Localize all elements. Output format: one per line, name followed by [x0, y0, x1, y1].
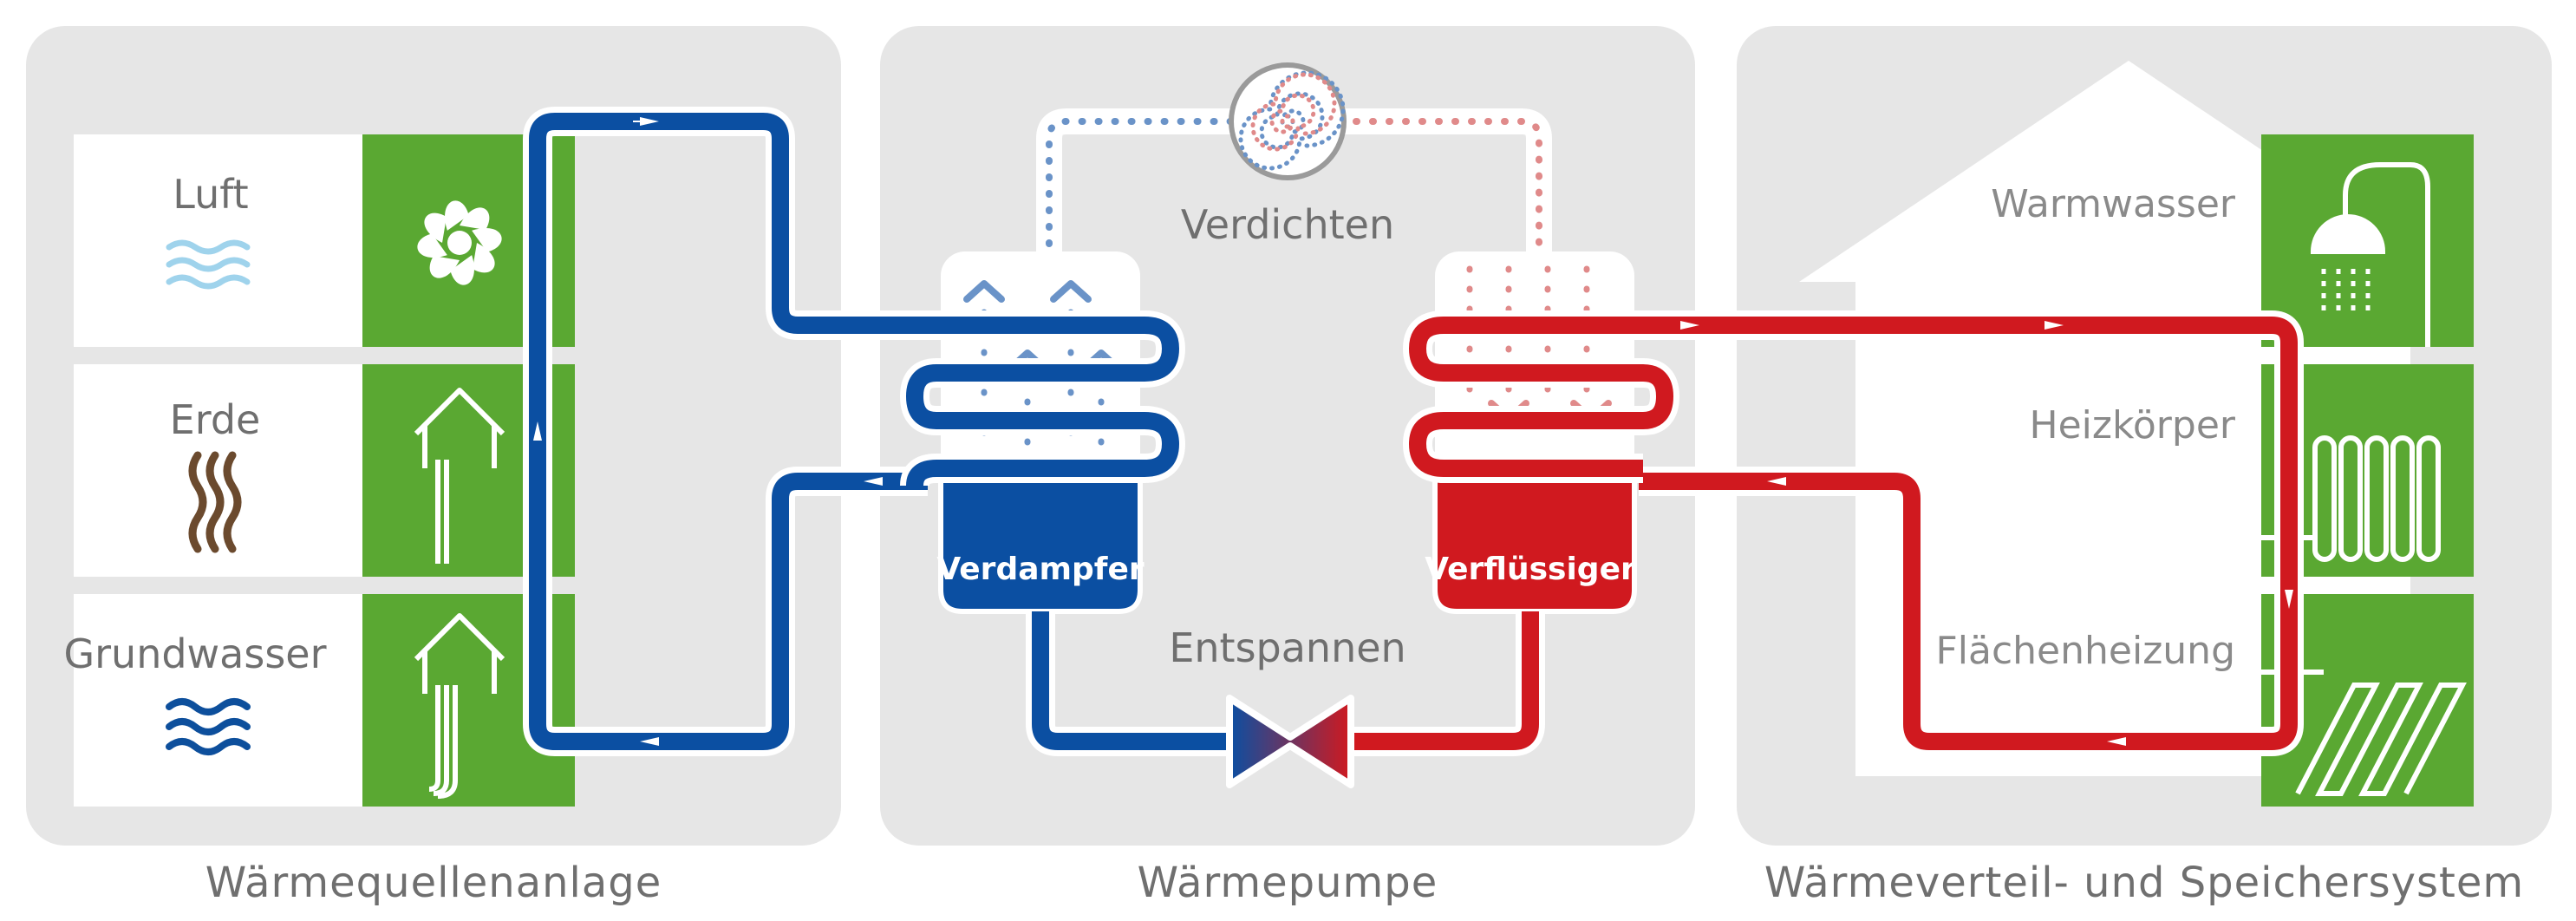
source-row-groundwater: Grundwasser — [63, 594, 575, 807]
pump-panel — [880, 26, 1695, 846]
radiator-icon — [2261, 435, 2441, 562]
compressor-spiral-icon — [1229, 62, 1347, 180]
earth-waves-icon — [188, 451, 242, 553]
expand-label: Entspannen — [1169, 624, 1405, 671]
condenser-label: Verflüssiger — [1425, 552, 1636, 587]
flow-arrows-distribution — [1680, 321, 2293, 746]
source-row-air: Luft — [74, 134, 575, 347]
water-waves-icon — [166, 698, 251, 755]
source-label-earth: Erde — [170, 396, 261, 443]
evaporator-label: Verdampfer — [936, 552, 1144, 587]
source-row-earth: Erde — [74, 364, 575, 577]
expansion-valve-icon — [1226, 695, 1354, 788]
compress-label: Verdichten — [1181, 201, 1394, 248]
consumer-label-hot-water: Warmwasser — [1991, 182, 2236, 226]
expansion-lines — [1026, 611, 1545, 756]
fan-icon — [417, 200, 502, 285]
consumer-label-radiator: Heizkörper — [2030, 403, 2236, 447]
air-waves-icon — [166, 239, 251, 290]
consumer-row-hot-water: Warmwasser — [1991, 134, 2474, 347]
source-label-groundwater: Grundwasser — [63, 630, 326, 677]
evaporator-coils — [899, 310, 1186, 487]
distribution-loop — [1639, 310, 2304, 756]
shower-icon — [2310, 162, 2430, 347]
consumer-label-floor-heating: Flächenheizung — [1935, 629, 2235, 673]
pump-panel-label: Wärmepumpe — [1137, 859, 1438, 907]
source-label-air: Luft — [173, 171, 248, 218]
compressor-lines — [1036, 108, 1552, 273]
groundwater-well-icon — [414, 613, 505, 799]
condenser-coils — [1402, 310, 1680, 483]
distribution-panel-label: Wärmeverteil- und Speichersystem — [1764, 859, 2525, 907]
source-panel-label: Wärmequellenanlage — [205, 859, 662, 907]
ground-probe-icon — [414, 388, 505, 564]
